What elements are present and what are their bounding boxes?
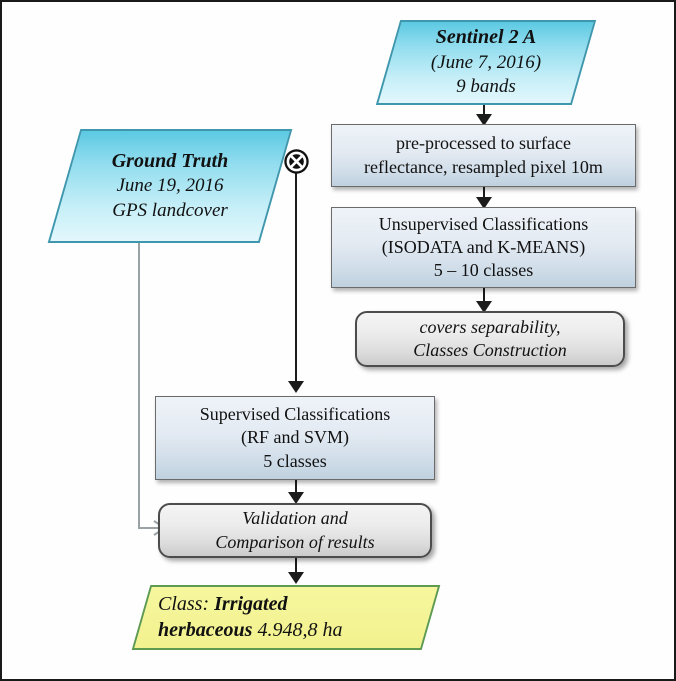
node-validation[interactable]: Validation and Comparison of results [158, 503, 432, 558]
connector-groundtruth-to-validation-horizontal [138, 527, 162, 529]
node-supervised-classifications[interactable]: Supervised Classifications (RF and SVM) … [155, 396, 435, 480]
node-preprocess-line-2: reflectance, resampled pixel 10m [364, 156, 603, 177]
node-covers-separability[interactable]: covers separability, Classes Constructio… [355, 311, 625, 367]
node-supervised-line-3: 5 classes [263, 450, 327, 471]
node-unsupervised-line-1: Unsupervised Classifications [378, 213, 589, 234]
node-result-line-1: Class: Irrigated [158, 592, 287, 618]
node-preprocess-line-1: pre-processed to surface [396, 133, 571, 154]
node-validation-line-1: Validation and [242, 508, 348, 529]
node-result-suffix: 4.948,8 ha [252, 618, 343, 641]
circled-cross-icon[interactable] [283, 148, 310, 175]
arrowhead-merge-to-supervised [288, 381, 304, 393]
node-unsupervised-line-2: (ISODATA and K-MEANS) [381, 236, 586, 257]
node-unsupervised-line-3: 5 – 10 classes [433, 260, 534, 281]
connector-sentinel-to-preprocess [483, 104, 485, 120]
arrowhead-validation-to-result [288, 572, 304, 584]
connector-groundtruth-to-validation-vertical [138, 240, 140, 529]
node-supervised-line-1: Supervised Classifications [199, 404, 391, 425]
node-sentinel-2a[interactable]: Sentinel 2 A (June 7, 2016) 9 bands [375, 20, 597, 105]
node-validation-line-2: Comparison of results [215, 531, 375, 552]
node-result-strong-1: Irrigated [214, 592, 288, 615]
connector-validation-to-result [295, 558, 297, 580]
connector-supervised-to-validation [295, 480, 297, 498]
arrowhead-sentinel-to-preprocess [476, 114, 492, 126]
node-separability-line-1: covers separability, [419, 316, 561, 337]
connector-merge-to-supervised [295, 176, 297, 388]
node-result-strong-2: herbaceous [158, 618, 253, 641]
arrowhead-preprocess-to-unsupervised [476, 197, 492, 209]
arrowhead-unsupervised-to-separability [476, 301, 492, 313]
connector-preprocess-to-unsupervised [483, 187, 485, 203]
node-sentinel-2a-line-2: (June 7, 2016) [430, 51, 542, 73]
node-ground-truth-line-2: June 19, 2016 [116, 175, 224, 197]
node-preprocess[interactable]: pre-processed to surface reflectance, re… [331, 124, 636, 187]
node-separability-line-2: Classes Construction [413, 340, 567, 360]
node-ground-truth-line-1: Ground Truth [111, 149, 229, 172]
connector-unsupervised-to-separability [483, 288, 485, 306]
node-ground-truth[interactable]: Ground Truth June 19, 2016 GPS landcover [47, 129, 293, 243]
node-result-class[interactable]: Class: Irrigated herbaceous 4.948,8 ha [131, 585, 441, 650]
node-ground-truth-line-3: GPS landcover [112, 199, 228, 221]
node-result-line-2: herbaceous 4.948,8 ha [158, 618, 342, 644]
node-supervised-line-2: (RF and SVM) [240, 427, 349, 448]
circled-cross-glyph [284, 149, 309, 174]
node-sentinel-2a-line-3: 9 bands [456, 76, 516, 98]
node-unsupervised-classifications[interactable]: Unsupervised Classifications (ISODATA an… [331, 207, 636, 288]
node-sentinel-2a-line-1: Sentinel 2 A [435, 26, 537, 49]
node-result-prefix: Class: [158, 592, 215, 615]
arrowhead-supervised-to-validation [288, 492, 304, 504]
